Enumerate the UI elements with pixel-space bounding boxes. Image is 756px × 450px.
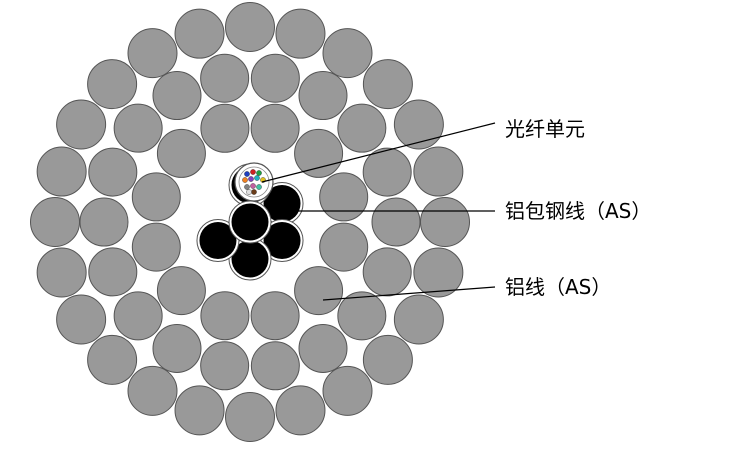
aluminum-wire	[250, 53, 300, 103]
optical-fiber	[246, 189, 252, 195]
aluminum-wire	[298, 323, 348, 373]
aluminum-wire	[250, 341, 300, 391]
steel-wire	[231, 240, 269, 278]
aluminum-wire	[56, 99, 107, 150]
aluminum-wire	[371, 197, 421, 247]
steel-wire	[199, 222, 237, 259]
aluminum-wire	[225, 392, 275, 442]
aluminum-wire	[294, 128, 344, 178]
aluminum-wire	[87, 59, 138, 110]
optical-fiber	[254, 175, 260, 181]
steel-wire	[263, 185, 301, 222]
inner-aluminum-wire-layer	[131, 103, 369, 341]
aluminum-wire	[393, 294, 444, 345]
aluminum-wire	[152, 323, 202, 373]
optical-fiber	[244, 171, 250, 177]
aluminum-wire	[36, 146, 87, 197]
aluminum-wire	[362, 59, 413, 110]
aluminum-wire	[127, 28, 178, 79]
aluminum-wire	[131, 222, 181, 272]
optical-fiber	[251, 189, 257, 195]
aluminum-wire	[319, 172, 369, 222]
al-wire-leader-line	[322, 286, 496, 301]
fiber-unit-leader-line	[261, 122, 496, 183]
optical-fiber-unit	[234, 162, 274, 202]
aluminum-wire	[413, 247, 464, 298]
aluminum-wire	[36, 247, 87, 298]
steel-wire	[263, 222, 301, 259]
aluminum-wire	[322, 365, 373, 416]
aluminum-wire	[420, 197, 470, 247]
aluminum-wire	[225, 2, 275, 52]
optical-fiber	[242, 177, 248, 183]
aluminum-wire	[362, 247, 412, 297]
middle-aluminum-wire-layer	[79, 53, 421, 391]
aluminum-wire	[200, 103, 250, 153]
aluminum-wire	[275, 385, 326, 436]
aluminum-wire	[294, 266, 344, 316]
aluminum-wire	[87, 334, 138, 385]
aluminum-wire	[322, 28, 373, 79]
aluminum-wire	[56, 294, 107, 345]
aluminum-wire	[275, 8, 326, 59]
steel-wire-label: 铝包钢线（AS）	[505, 199, 651, 223]
aluminum-wire	[131, 172, 181, 222]
optical-fiber	[248, 176, 254, 182]
aluminum-wire	[393, 99, 444, 150]
aluminum-wire	[362, 334, 413, 385]
aluminum-wire	[113, 291, 163, 341]
fiber-unit-label: 光纤单元	[505, 117, 585, 141]
aluminum-wire	[200, 53, 250, 103]
leader-lines	[261, 122, 496, 301]
optical-fiber	[244, 184, 250, 190]
aluminum-wire	[362, 147, 412, 197]
aluminum-wire	[79, 197, 129, 247]
optical-fiber	[256, 170, 262, 176]
aluminum-wire	[413, 146, 464, 197]
aluminum-wire	[250, 103, 300, 153]
aluminum-wire	[337, 291, 387, 341]
optical-fiber	[250, 183, 256, 189]
aluminum-wire	[200, 291, 250, 341]
aluminum-wire	[174, 385, 225, 436]
aluminum-wire	[319, 222, 369, 272]
steel-wire	[231, 203, 269, 241]
aluminum-wire	[174, 8, 225, 59]
aluminum-wire	[156, 266, 206, 316]
aluminum-wire	[298, 71, 348, 121]
aluminum-wire	[113, 103, 163, 153]
optical-fiber	[250, 169, 256, 175]
aluminum-wire	[152, 71, 202, 121]
aluminum-wire	[127, 365, 178, 416]
al-wire-label: 铝线（AS）	[505, 275, 611, 299]
aluminum-wire	[88, 247, 138, 297]
optical-fiber	[256, 184, 262, 190]
aluminum-wire	[250, 291, 300, 341]
aluminum-wire	[30, 197, 80, 247]
aluminum-wire	[88, 147, 138, 197]
aluminum-wire	[156, 128, 206, 178]
aluminum-wire	[200, 341, 250, 391]
aluminum-wire	[337, 103, 387, 153]
outer-aluminum-wire-layer	[30, 2, 470, 442]
